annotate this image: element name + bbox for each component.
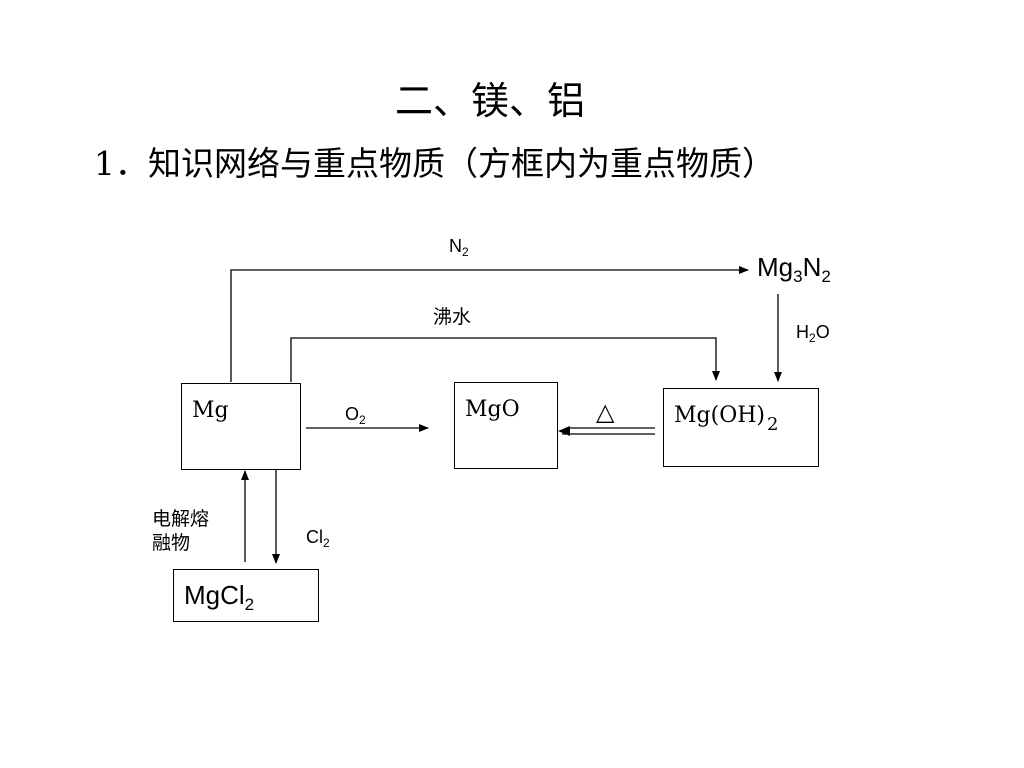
- node-mgo-label: MgO: [465, 397, 520, 422]
- node-mgcl2-sub: 2: [244, 595, 255, 614]
- node-mg3n2-base-2: N: [802, 252, 822, 282]
- label-electrolysis: 电解熔 融物: [152, 507, 209, 555]
- node-mgo: MgO: [454, 382, 558, 469]
- label-cl2-sub: 2: [323, 536, 330, 550]
- node-mg3n2-sub-2: 2: [821, 267, 831, 286]
- node-mg3n2-base-1: Mg: [757, 252, 794, 282]
- label-h2o-sub: 2: [809, 331, 816, 345]
- section-subtitle: 1．知识网络与重点物质（方框内为重点物质）: [94, 144, 775, 183]
- node-mgcl2-label: MgCl2: [184, 580, 255, 614]
- label-n2-base: N: [449, 236, 462, 256]
- node-mg-label: Mg: [192, 398, 229, 423]
- label-electrolysis-line-1: 电解熔: [152, 508, 210, 530]
- label-h2o: H2O: [796, 321, 830, 349]
- label-cl2: Cl2: [306, 526, 330, 554]
- node-mgoh2-sub: 2: [767, 414, 779, 435]
- node-mgoh2-base: Mg(OH): [674, 403, 765, 428]
- label-h2o-base-2: O: [815, 322, 830, 342]
- label-heat: △: [596, 398, 615, 426]
- node-mgcl2: MgCl2: [173, 569, 319, 622]
- node-mg3n2: Mg3N2: [757, 252, 831, 286]
- edge-mg-to-mgoh2: [290, 337, 720, 382]
- label-o2-base: O: [345, 404, 360, 424]
- label-o2-sub: 2: [359, 413, 366, 427]
- edge-mg-to-mg3n2: [230, 266, 749, 382]
- node-mgoh2: Mg(OH)2: [663, 388, 819, 467]
- label-electrolysis-line-2: 融物: [152, 532, 191, 554]
- node-mgcl2-base: MgCl: [184, 580, 245, 610]
- label-cl2-base: Cl: [306, 527, 323, 547]
- label-o2: O2: [345, 403, 366, 431]
- label-boiling-water: 沸水: [433, 306, 472, 328]
- node-mg3n2-sub-1: 3: [793, 267, 803, 286]
- label-n2: N2: [449, 235, 469, 263]
- label-h2o-base-1: H: [796, 322, 809, 342]
- label-n2-sub: 2: [462, 245, 469, 259]
- edge-mgoh2-to-mgo-arrowhead: [558, 426, 570, 436]
- node-mgoh2-label: Mg(OH)2: [674, 403, 778, 435]
- node-mg: Mg: [181, 383, 301, 470]
- page-title: 二、镁、铝: [394, 79, 585, 123]
